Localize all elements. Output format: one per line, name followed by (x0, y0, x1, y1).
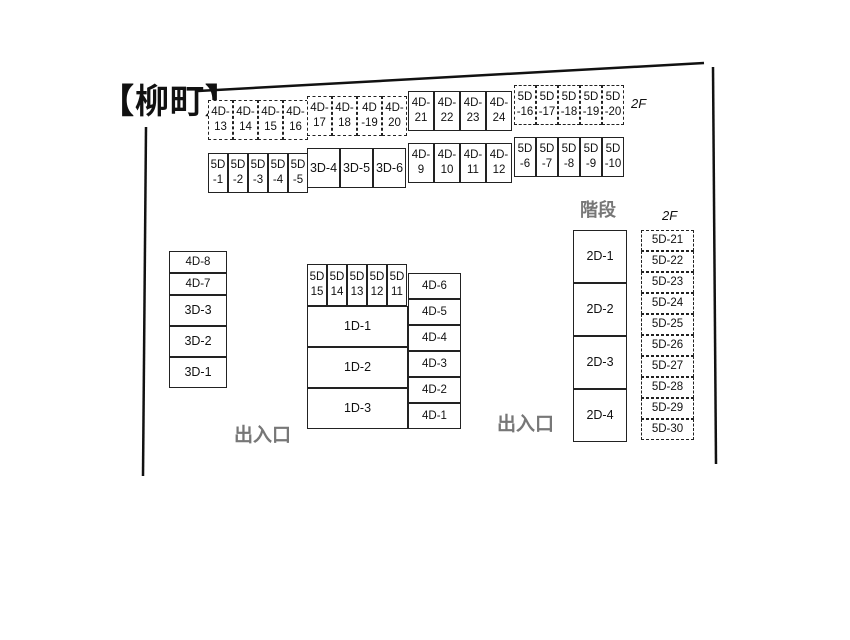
parking-space: 5D -17 (536, 85, 558, 125)
parking-space: 4D-6 (408, 273, 461, 299)
parking-space: 1D-3 (307, 388, 408, 429)
parking-space: 5D 13 (347, 264, 367, 306)
parking-space: 5D 14 (327, 264, 347, 306)
parking-space: 5D -1 (208, 153, 228, 193)
parking-space: 4D- 13 (208, 100, 233, 140)
entrance-label-right: 出入口 (497, 413, 555, 435)
parking-space: 4D- 11 (460, 143, 486, 183)
parking-space: 5D -10 (602, 137, 624, 177)
parking-space: 4D-5 (408, 299, 461, 325)
parking-space: 4D- 24 (486, 91, 512, 131)
parking-space: 4D- 18 (332, 96, 357, 136)
parking-space: 4D-2 (408, 377, 461, 403)
parking-space: 4D-1 (408, 403, 461, 429)
boundary-top (197, 61, 705, 93)
floor-tag-top-right: 2F (631, 96, 647, 111)
boundary-left (141, 126, 148, 477)
parking-space: 4D- 16 (283, 100, 308, 140)
parking-space: 5D -20 (602, 85, 624, 125)
parking-space: 5D -18 (558, 85, 580, 125)
parking-space: 5D -7 (536, 137, 558, 177)
parking-space: 4D-3 (408, 351, 461, 377)
parking-space: 5D 12 (367, 264, 387, 306)
parking-space: 4D-8 (169, 251, 227, 273)
parking-space: 4D-4 (408, 325, 461, 351)
parking-space: 5D-28 (641, 377, 694, 398)
parking-space: 5D-30 (641, 419, 694, 440)
parking-space: 5D-22 (641, 251, 694, 272)
parking-space: 4D- 23 (460, 91, 486, 131)
parking-space: 5D -16 (514, 85, 536, 125)
parking-space: 5D-23 (641, 272, 694, 293)
parking-space: 5D -2 (228, 153, 248, 193)
entrance-label-left: 出入口 (234, 424, 292, 446)
parking-space: 5D -19 (580, 85, 602, 125)
parking-space: 2D-2 (573, 283, 627, 336)
parking-space: 4D- 10 (434, 143, 460, 183)
parking-space: 4D- 17 (307, 96, 332, 136)
parking-space: 5D -6 (514, 137, 536, 177)
parking-space: 4D- 14 (233, 100, 258, 140)
parking-space: 5D -3 (248, 153, 268, 193)
parking-space: 3D-1 (169, 357, 227, 388)
parking-space: 3D-4 (307, 148, 340, 188)
parking-space: 3D-2 (169, 326, 227, 357)
parking-space: 4D- 12 (486, 143, 512, 183)
parking-space: 2D-3 (573, 336, 627, 389)
stairs-label: 階段 (580, 200, 616, 221)
parking-space: 5D-29 (641, 398, 694, 419)
parking-space: 5D-25 (641, 314, 694, 335)
parking-space: 4D- 22 (434, 91, 460, 131)
parking-space: 2D-1 (573, 230, 627, 283)
parking-space: 5D-27 (641, 356, 694, 377)
parking-space: 5D -8 (558, 137, 580, 177)
parking-space: 5D -9 (580, 137, 602, 177)
parking-space: 5D -4 (268, 153, 288, 193)
parking-space: 2D-4 (573, 389, 627, 442)
parking-space: 5D-26 (641, 335, 694, 356)
parking-space: 5D-24 (641, 293, 694, 314)
parking-space: 3D-5 (340, 148, 373, 188)
parking-space: 4D- 20 (382, 96, 407, 136)
parking-space: 3D-6 (373, 148, 406, 188)
parking-space: 4D-7 (169, 273, 227, 295)
boundary-right (711, 66, 718, 465)
floor-tag-right-column: 2F (662, 208, 678, 223)
parking-space: 5D-21 (641, 230, 694, 251)
parking-space: 1D-1 (307, 306, 408, 347)
parking-space: 4D- 15 (258, 100, 283, 140)
parking-space: 1D-2 (307, 347, 408, 388)
parking-space: 5D 11 (387, 264, 407, 306)
parking-space: 4D- 21 (408, 91, 434, 131)
parking-space: 5D 15 (307, 264, 327, 306)
parking-space: 4D- 9 (408, 143, 434, 183)
parking-space: 5D -5 (288, 153, 308, 193)
parking-space: 3D-3 (169, 295, 227, 326)
parking-space: 4D -19 (357, 96, 382, 136)
